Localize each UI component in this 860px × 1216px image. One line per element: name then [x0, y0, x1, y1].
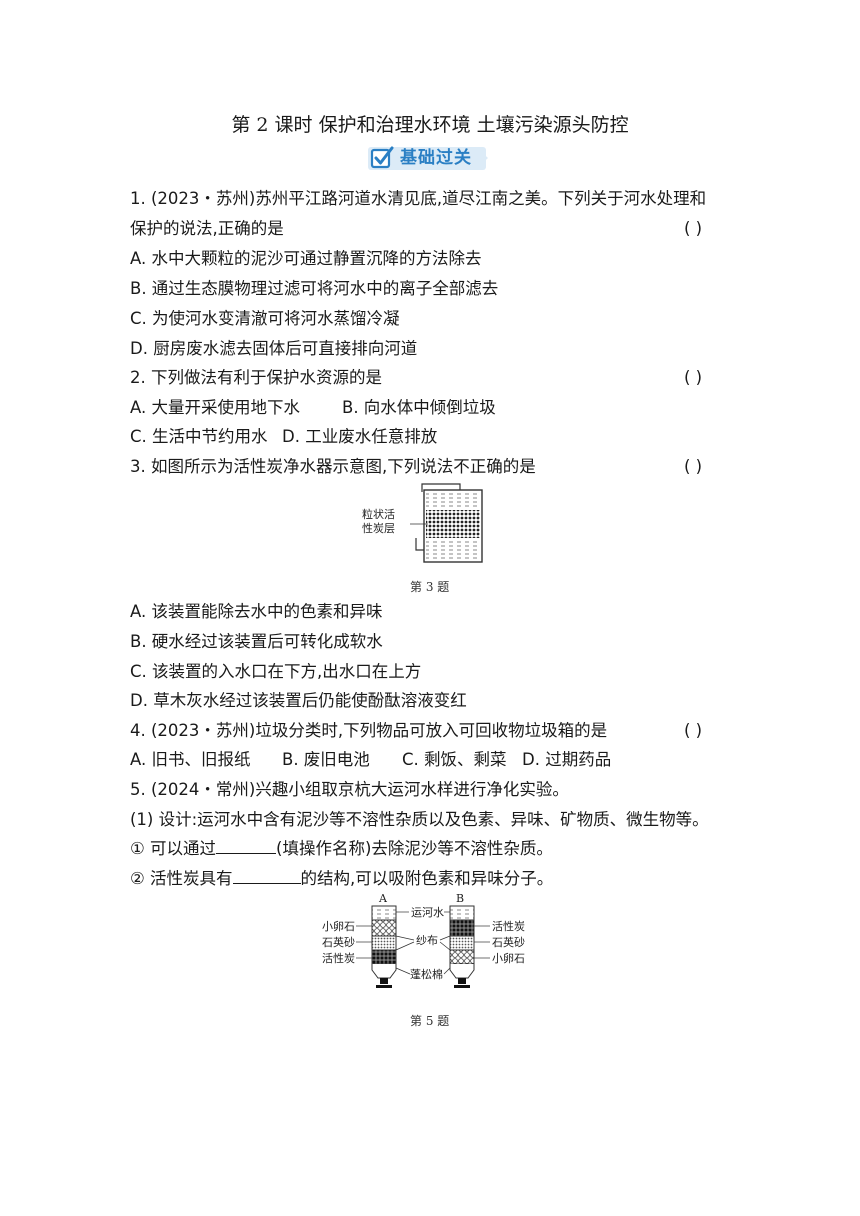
q5-sub1-blank[interactable]: [216, 839, 277, 854]
right-label-sand: 石英砂: [492, 935, 525, 949]
q2-stem: 2. 下列做法有利于保护水资源的是: [130, 368, 382, 387]
q1-option-b: B. 通过生态膜物理过滤可将河水中的离子全部滤去: [130, 279, 499, 298]
center-label-cotton: 蓬松棉: [410, 967, 443, 981]
q3-answer-paren: ( ): [684, 457, 703, 476]
q5-sub2-blank[interactable]: [232, 869, 301, 884]
q5-sub2: ② 活性炭具有 的结构,可以吸附色素和异味分子。: [130, 868, 553, 890]
q1-stem-line1: 1. (2023・苏州)苏州平江路河道水清见底,道尽江南之美。下列关于河水处理和: [130, 189, 707, 208]
section-badge-label: 基础过关: [400, 148, 472, 168]
q2-option-b: B. 向水体中倾倒垃圾: [342, 398, 496, 417]
q4-option-d: D. 过期药品: [522, 750, 612, 769]
q3-option-b: B. 硬水经过该装置后可转化成软水: [130, 632, 383, 651]
left-label-sand: 石英砂: [322, 935, 355, 949]
q2-option-d: D. 工业废水任意排放: [282, 427, 438, 446]
q1-option-c: C. 为使河水变清澈可将河水蒸馏冷凝: [130, 309, 400, 328]
q3-caption: 第 3 题: [410, 580, 450, 594]
q4-option-b: B. 废旧电池: [282, 750, 370, 769]
center-label-water: 运河水: [411, 906, 444, 919]
check-square-icon: [370, 146, 394, 169]
bottle-a-label: A: [378, 892, 388, 905]
water-upper-layer: [426, 492, 480, 508]
bottle-b: [449, 905, 475, 988]
right-label-pebble: 小卵石: [492, 952, 525, 965]
q2-answer-paren: ( ): [684, 368, 703, 387]
q2-option-a: A. 大量开采使用地下水: [130, 398, 300, 417]
q1-stem-line2: 保护的说法,正确的是: [130, 219, 284, 238]
q3-stem: 3. 如图所示为活性炭净水器示意图,下列说法不正确的是: [130, 457, 536, 476]
q3-figure-purifier: 粒状活 性炭层: [362, 483, 483, 563]
carbon-label-line1: 粒状活: [362, 507, 395, 521]
inlet-pipe: [415, 538, 424, 551]
q4-stem: 4. (2023・苏州)垃圾分类时,下列物品可放入可回收物垃圾箱的是: [130, 721, 608, 740]
badge-background: [368, 147, 486, 170]
bottle-b-label: B: [456, 892, 464, 905]
q5-caption: 第 5 题: [410, 1014, 450, 1028]
page-title: 第 2 课时 保护和治理水环境 土壤污染源头防控: [231, 114, 629, 136]
q5-sub1-post: (填操作名称)去除泥沙等不溶性杂质。: [276, 839, 553, 858]
badge-tail: [476, 147, 488, 169]
center-label-gauze: 纱布: [416, 934, 438, 947]
q5-sub2-pre: ② 活性炭具有: [130, 869, 233, 888]
q1-option-a: A. 水中大颗粒的泥沙可通过静置沉降的方法除去: [130, 249, 482, 268]
q5-part1: (1) 设计:运河水中含有泥沙等不溶性杂质以及色素、异味、矿物质、微生物等。: [130, 810, 709, 829]
bottle-a: [371, 905, 397, 988]
q4-option-c: C. 剩饭、剩菜: [402, 750, 507, 769]
section-badge: 基础过关: [368, 145, 490, 172]
q4-option-a: A. 旧书、旧报纸: [130, 750, 251, 769]
q4-answer-paren: ( ): [684, 721, 703, 740]
water-lower-layer: [426, 540, 480, 560]
q1-answer-paren: ( ): [684, 219, 703, 238]
q5-figure-filters: A B 小卵石 石英砂 活性炭 运河水 纱布 蓬松棉 活性炭 石英砂 小卵石: [322, 892, 525, 988]
left-label-carbon: 活性炭: [322, 951, 355, 965]
carbon-layer: [426, 510, 480, 538]
q5-sub1-pre: ① 可以通过: [130, 839, 217, 858]
right-label-carbon: 活性炭: [492, 919, 525, 933]
q1-option-d: D. 厨房废水滤去固体后可直接排向河道: [130, 339, 418, 358]
q3-option-c: C. 该装置的入水口在下方,出水口在上方: [130, 662, 422, 681]
q5-sub2-post: 的结构,可以吸附色素和异味分子。: [300, 869, 554, 888]
q5-stem: 5. (2024・常州)兴趣小组取京杭大运河水样进行净化实验。: [130, 780, 569, 799]
q2-option-c: C. 生活中节约用水: [130, 427, 268, 446]
left-label-pebble: 小卵石: [322, 920, 355, 933]
q3-option-d: D. 草木灰水经过该装置后仍能使酚酞溶液变红: [130, 691, 467, 710]
q3-option-a: A. 该装置能除去水中的色素和异味: [130, 602, 383, 621]
q5-sub1: ① 可以通过 (填操作名称)去除泥沙等不溶性杂质。: [130, 838, 553, 860]
carbon-label-line2: 性炭层: [362, 521, 395, 535]
outlet-pipe: [421, 483, 461, 492]
